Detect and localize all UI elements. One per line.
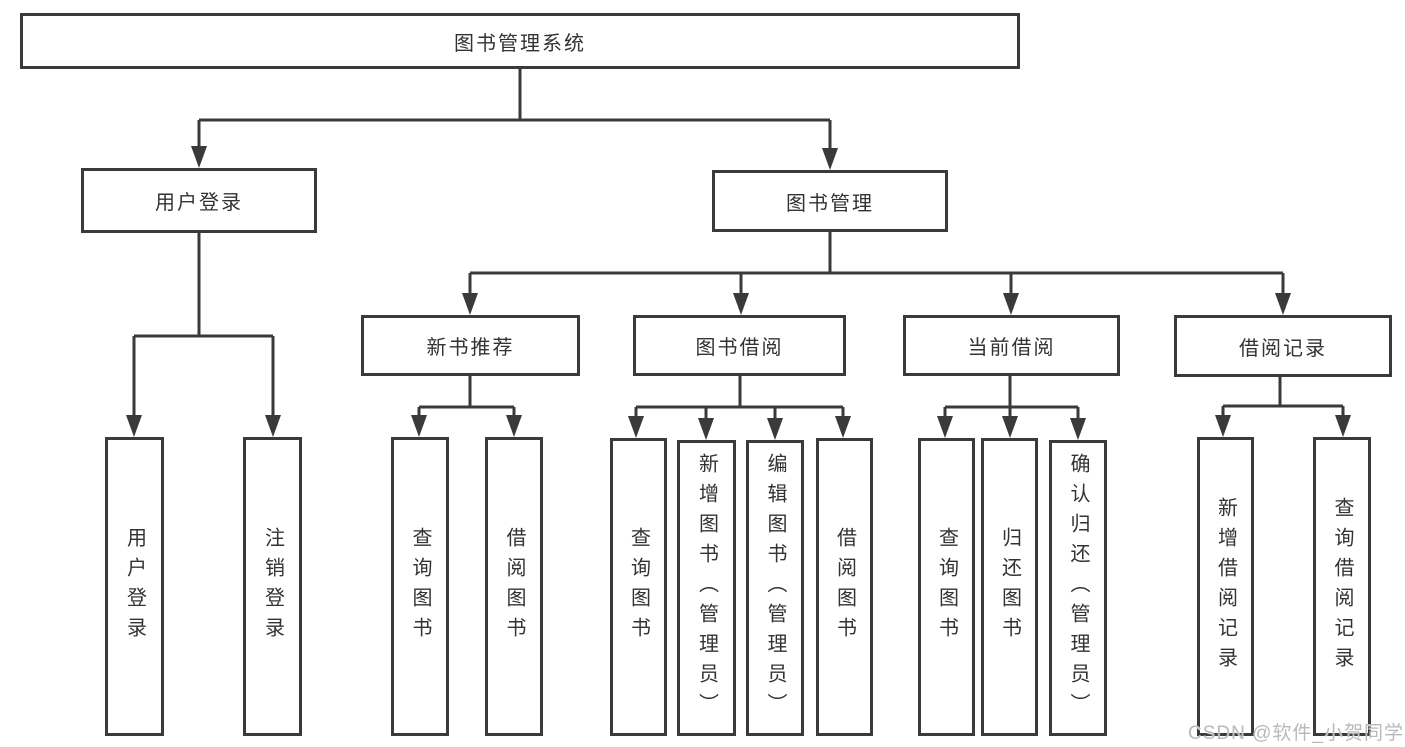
- arrow-to-borrow-record: [1275, 293, 1291, 315]
- leaf-borrow-borrow-book: 借阅图书: [816, 438, 873, 736]
- node-current-borrow-label: 当前借阅: [967, 337, 1056, 359]
- node-current-borrow: 当前借阅: [903, 315, 1120, 376]
- connector-borrow-record-split: [1221, 377, 1345, 419]
- leaf-newrec-borrow-book-label: 借阅图书: [503, 526, 525, 647]
- leaf-current-query-book: 查询图书: [918, 438, 975, 736]
- connector-root-split: [197, 69, 832, 152]
- arrowheads: [126, 146, 1351, 440]
- leaf-logout-label: 注销登录: [261, 526, 284, 647]
- leaf-record-add-record: 新增借阅记录: [1197, 437, 1254, 736]
- leaf-borrow-add-book-admin: 新增图书（管理员）: [677, 440, 736, 736]
- arrow-to-borrow-edit: [767, 418, 783, 440]
- node-user-login-branch: 用户登录: [81, 168, 317, 233]
- leaf-user-login-label: 用户登录: [123, 526, 146, 647]
- leaf-borrow-query-book: 查询图书: [610, 438, 667, 736]
- arrow-to-current-query: [937, 416, 953, 438]
- leaf-borrow-edit-book-admin-label: 编辑图书（管理员）: [764, 453, 786, 723]
- arrow-to-current-borrow: [1003, 293, 1019, 315]
- node-new-book-rec: 新书推荐: [361, 315, 580, 376]
- connector-current-borrow-split: [943, 375, 1080, 422]
- arrow-to-newrec-query: [411, 415, 427, 437]
- node-book-mgmt: 图书管理: [712, 170, 948, 232]
- leaf-newrec-query-book-label: 查询图书: [409, 526, 431, 647]
- connector-user-login-split: [132, 233, 275, 419]
- node-root: 图书管理系统: [20, 13, 1020, 69]
- leaf-record-add-record-label: 新增借阅记录: [1214, 496, 1237, 677]
- node-root-label: 图书管理系统: [454, 32, 586, 55]
- leaf-borrow-add-book-admin-label: 新增图书（管理员）: [695, 453, 718, 723]
- node-user-login-label: 用户登录: [155, 192, 243, 214]
- connector-new-book-split: [417, 376, 516, 419]
- arrow-to-borrow-query: [628, 416, 644, 438]
- node-book-borrow-label: 图书借阅: [695, 337, 784, 359]
- node-borrow-record: 借阅记录: [1174, 315, 1392, 377]
- arrow-to-record-add: [1215, 415, 1231, 437]
- leaf-borrow-query-book-label: 查询图书: [627, 527, 650, 647]
- watermark: CSDN @软件_小贺同学: [1188, 723, 1404, 744]
- arrow-to-newrec-borrow: [506, 415, 522, 437]
- leaf-current-return-book: 归还图书: [981, 438, 1038, 736]
- arrow-to-borrow-add: [698, 418, 714, 440]
- leaf-borrow-borrow-book-label: 借阅图书: [833, 527, 856, 647]
- arrow-to-record-query: [1335, 415, 1351, 437]
- arrow-to-current-confirm: [1070, 418, 1086, 440]
- arrow-to-leaf-logout: [265, 415, 281, 437]
- leaf-newrec-borrow-book: 借阅图书: [485, 437, 543, 736]
- node-new-book-rec-label: 新书推荐: [426, 337, 515, 359]
- leaf-user-login: 用户登录: [105, 437, 164, 736]
- arrow-to-current-return: [1002, 416, 1018, 438]
- leaf-logout: 注销登录: [243, 437, 302, 736]
- leaf-current-confirm-return-admin: 确认归还（管理员）: [1049, 440, 1107, 736]
- leaf-record-query-record-label: 查询借阅记录: [1331, 496, 1353, 677]
- arrow-to-user-login: [191, 146, 207, 168]
- node-book-borrow: 图书借阅: [633, 315, 846, 376]
- arrow-to-book-borrow: [733, 293, 749, 315]
- node-book-mgmt-label: 图书管理: [786, 192, 874, 215]
- connector-book-mgmt-split: [468, 232, 1285, 297]
- leaf-record-query-record: 查询借阅记录: [1313, 437, 1371, 736]
- leaf-current-confirm-return-admin-label: 确认归还（管理员）: [1067, 453, 1089, 723]
- node-borrow-record-label: 借阅记录: [1239, 337, 1327, 360]
- arrow-to-borrow-borrow: [835, 416, 851, 438]
- connector-book-borrow-split: [634, 376, 845, 422]
- arrow-to-leaf-user-login: [126, 415, 142, 437]
- arrow-to-new-book-rec: [462, 293, 478, 315]
- leaf-current-query-book-label: 查询图书: [935, 527, 958, 647]
- arrow-to-book-mgmt: [822, 148, 838, 170]
- leaf-current-return-book-label: 归还图书: [998, 527, 1021, 647]
- leaf-borrow-edit-book-admin: 编辑图书（管理员）: [746, 440, 804, 736]
- leaf-newrec-query-book: 查询图书: [391, 437, 449, 736]
